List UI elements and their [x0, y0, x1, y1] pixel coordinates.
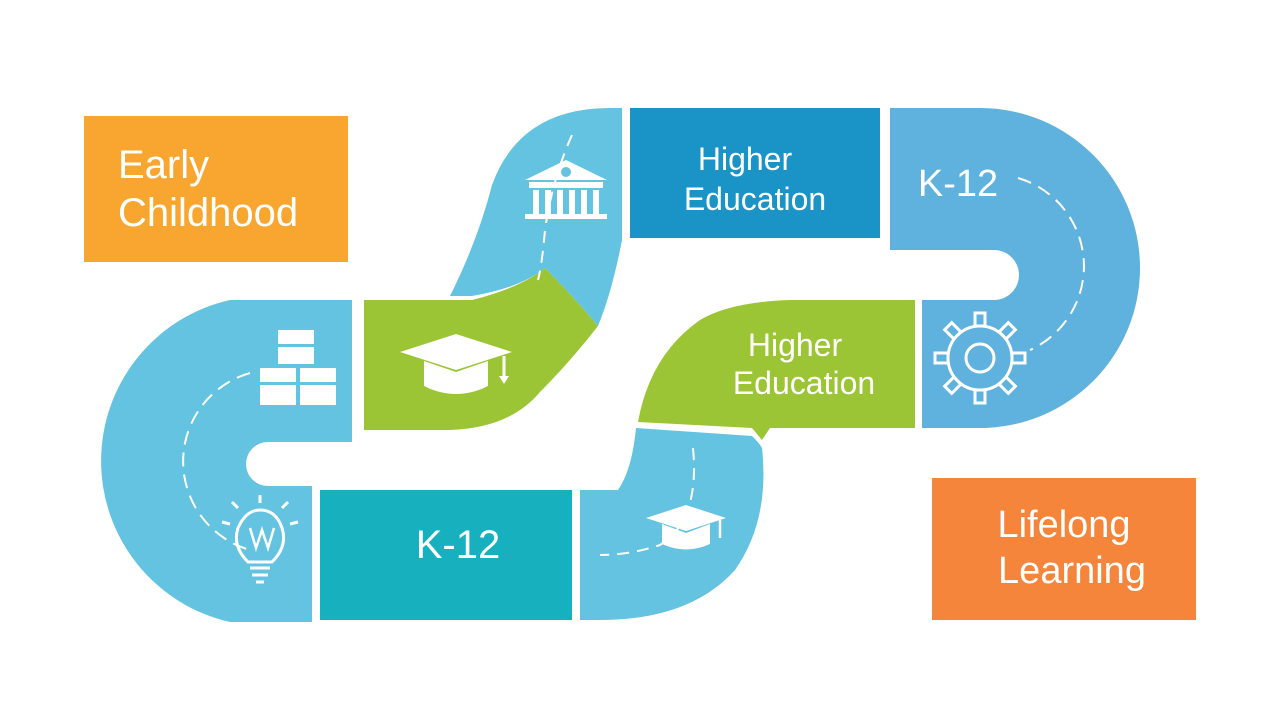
- gear-tooth: [942, 374, 964, 396]
- graduation-cap-icon-small: [646, 505, 726, 550]
- gear-tooth: [973, 311, 987, 328]
- path-dashed-guide-upper: [537, 134, 573, 281]
- lightbulb-icon: [221, 495, 299, 584]
- k12-top-label: K-12: [918, 163, 998, 205]
- path-segment-right-loop: [890, 108, 1140, 428]
- gear-tooth: [1010, 351, 1027, 365]
- stacked-boxes-icon: [260, 330, 336, 405]
- lifelong-learning-line1: Lifelong: [997, 504, 1130, 546]
- tile-higher-education-top: [630, 108, 880, 238]
- k12-bottom-label: K-12: [416, 523, 501, 567]
- path-segment-green-right: [638, 300, 915, 440]
- path-segment-left-loop: [101, 300, 353, 622]
- path-dashed-guide-left: [182, 372, 251, 551]
- gear-tooth: [996, 374, 1018, 396]
- university-building-icon: [525, 160, 607, 219]
- gear-tooth: [996, 320, 1018, 342]
- gear-icon: [933, 311, 1027, 405]
- early-childhood-line1: Early: [118, 143, 209, 187]
- path-dashed-guide-right: [1017, 177, 1085, 351]
- early-childhood-line2: Childhood: [118, 191, 298, 235]
- graduation-cap-icon: [400, 334, 512, 394]
- gear-tooth: [942, 320, 964, 342]
- lifelong-learning-line2: Learning: [998, 550, 1146, 592]
- higher-education-mid-line1: Higher: [748, 327, 843, 363]
- gear-tooth: [973, 388, 987, 405]
- box-lifelong-learning: [932, 478, 1196, 620]
- box-early-childhood: [84, 116, 348, 262]
- gear-tooth: [933, 351, 950, 365]
- higher-education-top-line1: Higher: [698, 141, 793, 177]
- higher-education-top-line2: Education: [684, 181, 826, 217]
- higher-education-mid-line2: Education: [733, 365, 875, 401]
- tile-k12-bottom: [320, 490, 572, 620]
